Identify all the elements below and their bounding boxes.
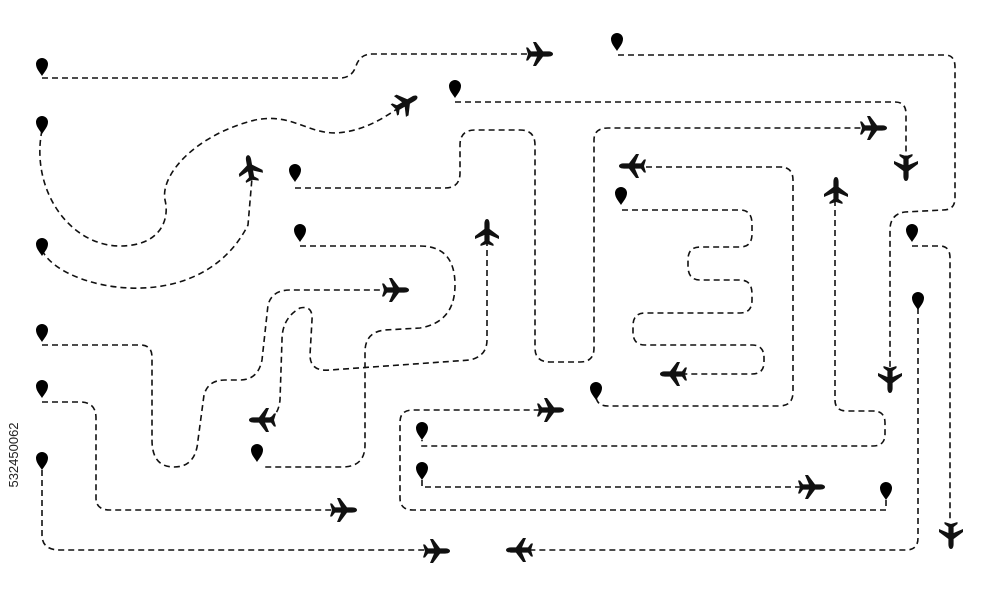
airplane-icon — [475, 219, 499, 246]
route-18 — [912, 245, 951, 520]
location-pins — [36, 33, 924, 500]
airplane-icon — [798, 475, 825, 499]
route-6 — [41, 470, 425, 551]
stock-id-text: 532450062 — [6, 422, 21, 487]
stock-id-label: 532450062 — [6, 422, 21, 487]
route-9 — [261, 240, 488, 421]
airplane-icon — [235, 153, 265, 184]
airplane-icon — [387, 86, 424, 121]
map-pin-icon — [880, 482, 892, 500]
map-pin-icon — [611, 33, 623, 51]
route-2 — [39, 104, 404, 247]
route-10 — [455, 101, 907, 158]
map-pin-icon — [416, 422, 428, 440]
airplane-icon — [878, 366, 902, 393]
route-11 — [618, 54, 956, 372]
map-pin-icon — [289, 164, 301, 182]
airplanes — [235, 42, 963, 563]
map-pin-icon — [449, 80, 461, 98]
airplane-icon — [506, 538, 533, 562]
map-pin-icon — [251, 444, 263, 462]
map-pin-icon — [36, 452, 48, 470]
route-17 — [530, 308, 919, 551]
route-12 — [622, 209, 765, 375]
map-pin-icon — [36, 324, 48, 342]
route-1 — [42, 53, 528, 79]
map-pin-icon — [615, 187, 627, 205]
airplane-icon — [330, 498, 357, 522]
airplane-icon — [537, 398, 564, 422]
route-8 — [262, 245, 456, 468]
airplane-icon — [824, 177, 848, 204]
map-pin-icon — [294, 224, 306, 242]
route-15 — [421, 480, 805, 488]
map-pin-icon — [36, 58, 48, 76]
route-3 — [41, 177, 253, 289]
map-pin-icon — [36, 380, 48, 398]
map-pin-icon — [590, 382, 602, 400]
route-5 — [42, 401, 335, 511]
route-16 — [399, 409, 887, 511]
map-pin-icon — [906, 224, 918, 242]
airplane-icon — [526, 42, 553, 66]
map-pin-icon — [912, 292, 924, 310]
dashed-routes — [39, 53, 956, 551]
airplane-icon — [860, 116, 887, 140]
airplane-icon — [249, 408, 276, 432]
airplane-icon — [382, 278, 409, 302]
airplane-icon — [939, 522, 963, 549]
map-pin-icon — [36, 238, 48, 256]
map-pin-icon — [416, 462, 428, 480]
airplane-icon — [894, 154, 918, 181]
map-pin-icon — [36, 116, 48, 134]
airplane-icon — [619, 154, 646, 178]
route-4 — [42, 289, 385, 468]
route-14 — [421, 200, 886, 447]
route-13 — [595, 166, 794, 407]
airplane-icon — [660, 362, 687, 386]
airplane-icon — [423, 539, 450, 563]
route-7 — [295, 127, 862, 363]
